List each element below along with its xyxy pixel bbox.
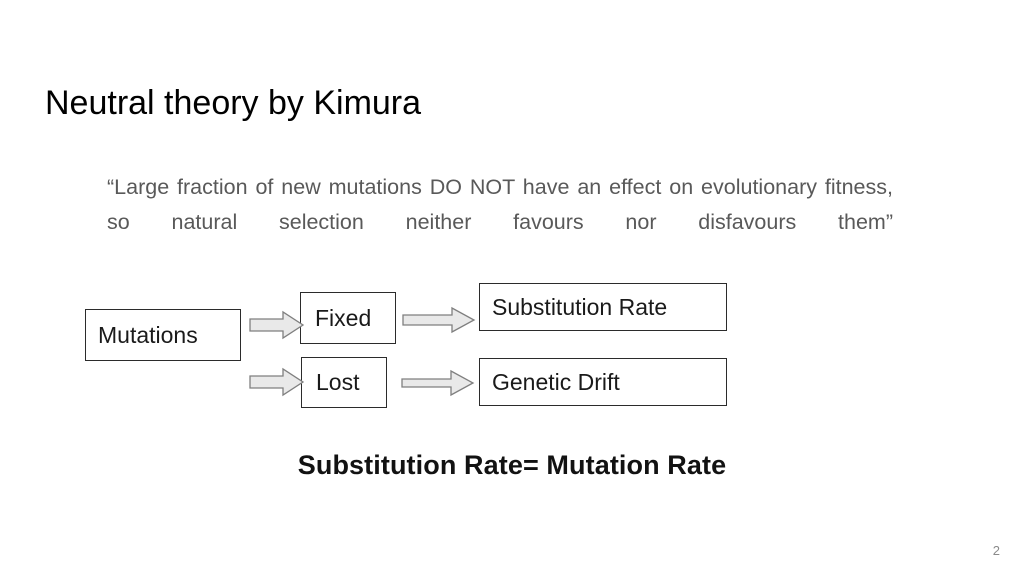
block-arrow-icon-mutations-to-lost — [249, 367, 305, 397]
diagram-node-label: Mutations — [98, 321, 198, 348]
diagram-node-label: Lost — [316, 369, 360, 395]
diagram-node-substitution-rate[interactable]: Substitution Rate — [479, 283, 727, 331]
block-arrow-icon-mutations-to-fixed — [249, 310, 305, 340]
summary-equation: Substitution Rate= Mutation Rate — [297, 450, 727, 480]
block-arrow-icon-lost-to-genetic-drift — [401, 368, 475, 398]
diagram-node-mutations[interactable]: Mutations — [85, 309, 241, 361]
quote-paragraph: “Large fraction of new mutations DO NOT … — [107, 175, 893, 234]
page-number: 2 — [992, 543, 1000, 558]
diagram-node-fixed[interactable]: Fixed — [300, 292, 396, 344]
diagram-node-label: Substitution Rate — [492, 293, 668, 320]
diagram-node-genetic-drift[interactable]: Genetic Drift — [479, 358, 727, 406]
diagram-node-lost[interactable]: Lost — [301, 357, 387, 408]
block-arrow-icon-fixed-to-substitution-rate — [402, 305, 476, 335]
diagram-node-label: Genetic Drift — [492, 368, 620, 395]
page-title: Neutral theory by Kimura — [45, 83, 422, 122]
diagram-node-label: Fixed — [315, 304, 372, 331]
